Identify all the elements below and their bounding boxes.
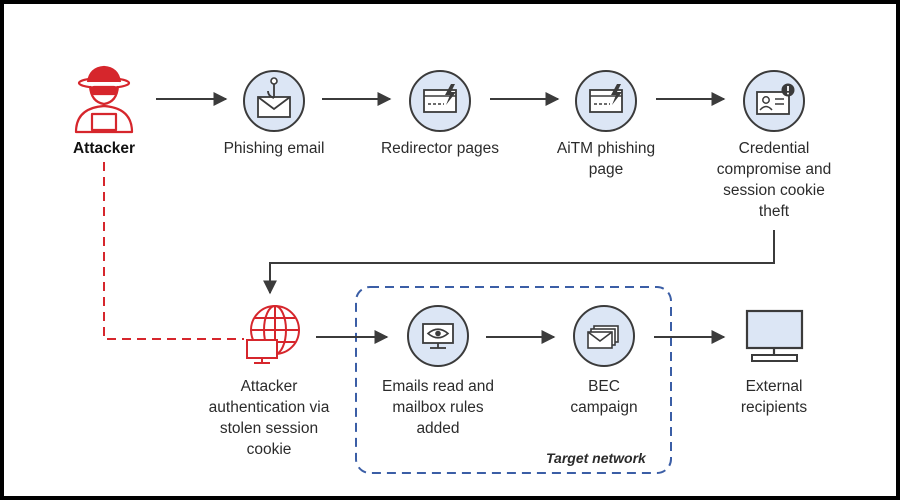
diagram-graphics: [74, 65, 805, 474]
bec-campaign-label: BEC campaign: [570, 378, 638, 416]
attacker-label: Attacker: [72, 140, 136, 157]
attack-flow-diagram: Attacker Phishing email Redirector pages…: [4, 4, 896, 496]
target-network-label: Target network: [546, 450, 646, 466]
redirector-pages-label: Redirector pages: [380, 140, 500, 157]
arrow-credential-to-auth: [263, 230, 775, 295]
credential-compromise-label: Credential compromise and session cookie…: [716, 140, 832, 220]
emails-read-label: Emails read and mailbox rules added: [381, 378, 494, 437]
monitor-icon: [745, 309, 804, 362]
phishing-email-label: Phishing email: [223, 140, 325, 157]
external-recipients-label: External recipients: [740, 378, 808, 416]
phishing-email-icon: [243, 70, 305, 132]
bec-campaign-icon: [573, 305, 635, 367]
emails-read-icon: [407, 305, 469, 367]
attacker-dashed-link: [103, 162, 244, 340]
redirector-pages-icon: [409, 70, 471, 132]
globe-auth-icon: [246, 305, 300, 364]
attacker-authentication-label: Attacker authentication via stolen sessi…: [208, 378, 330, 458]
aitm-phishing-page-icon: [575, 70, 637, 132]
hacker-icon: [74, 65, 134, 134]
aitm-phishing-page-label: AiTM phishing page: [556, 140, 656, 178]
target-network-boundary: [355, 286, 672, 474]
credential-compromise-icon: [743, 70, 805, 132]
